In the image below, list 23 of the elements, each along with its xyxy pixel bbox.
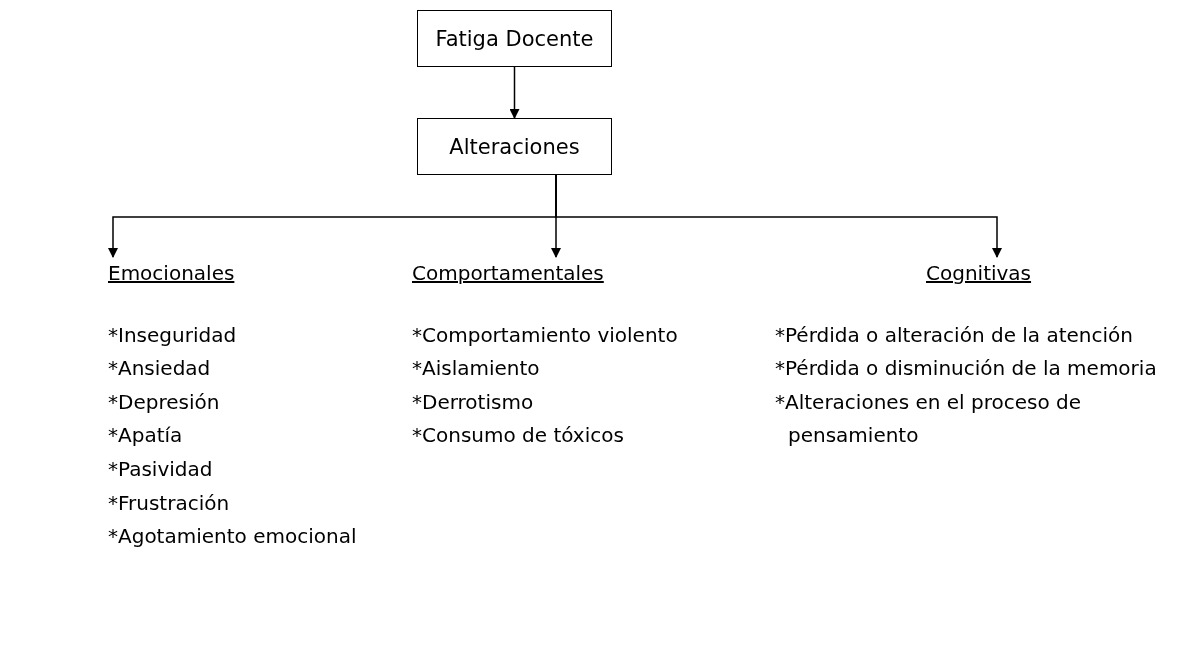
- list-item: *Pérdida o disminución de la memoria: [775, 355, 1158, 383]
- list-item: *Frustración: [108, 489, 231, 517]
- box-label: Alteraciones: [449, 134, 580, 159]
- list-item: *Alteraciones en el proceso de pensamiento: [775, 388, 1082, 450]
- category-heading: Emocionales: [108, 260, 235, 287]
- list-item: *Inseguridad: [108, 321, 238, 349]
- arrow: [509, 66, 520, 119]
- list-item: *Apatía: [108, 422, 184, 450]
- list-item: *Aislamiento: [412, 355, 541, 383]
- arrow: [555, 174, 1002, 258]
- list-item: *Derrotismo: [412, 388, 535, 416]
- list-item: *Agotamiento emocional: [108, 523, 358, 551]
- process-box: [417, 118, 612, 175]
- list-item: *Consumo de tóxicos: [412, 422, 625, 450]
- list-item: *Comportamiento violento: [412, 321, 679, 349]
- list-item: *Pasividad: [108, 455, 214, 483]
- box-label: Fatiga Docente: [435, 26, 594, 51]
- list-item: *Depresión: [108, 388, 221, 416]
- list-item: *Ansiedad: [108, 355, 212, 383]
- list-item: *Pérdida o alteración de la atención: [775, 321, 1134, 349]
- category-heading: Cognitivas: [926, 260, 1032, 287]
- category-heading: Comportamentales: [412, 260, 604, 287]
- process-box: [417, 10, 612, 67]
